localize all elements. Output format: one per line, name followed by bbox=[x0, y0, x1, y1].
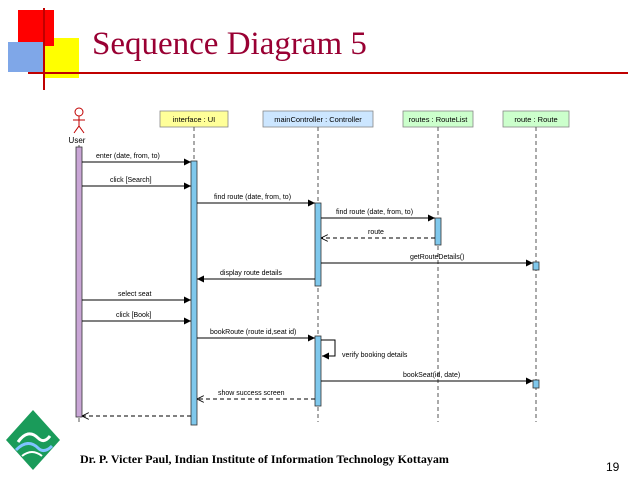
activation-routes bbox=[434, 217, 442, 246]
decor-red-square bbox=[18, 10, 54, 46]
title-rule bbox=[28, 72, 628, 74]
message-label: find route (date, from, to) bbox=[214, 194, 291, 201]
message-label: show success screen bbox=[218, 390, 285, 397]
message-label: display route details bbox=[220, 270, 282, 277]
activation-route-1 bbox=[532, 261, 540, 271]
activation-ctrl-2 bbox=[314, 335, 322, 407]
lifeline-label-ctrl: mainController : Controller bbox=[274, 115, 362, 124]
actor-leg bbox=[78, 125, 85, 134]
message-arrow bbox=[321, 339, 336, 360]
activation-ui bbox=[190, 160, 198, 426]
lifeline-label-routes: routes : RouteList bbox=[409, 115, 469, 124]
message-label: find route (date, from, to) bbox=[336, 209, 413, 216]
page-number: 19 bbox=[606, 460, 620, 474]
actor-head bbox=[74, 107, 84, 117]
activation-route-2 bbox=[532, 379, 540, 389]
message-label: click [Search] bbox=[110, 177, 152, 184]
message-label: select seat bbox=[118, 291, 152, 298]
sequence-diagram: User interface : UI mainController : Contr… bbox=[69, 107, 570, 426]
activation-user bbox=[75, 146, 83, 418]
institute-logo bbox=[6, 410, 60, 470]
decor-blue-square bbox=[8, 42, 44, 72]
message-label: route bbox=[368, 229, 384, 236]
message-label: enter (date, from, to) bbox=[96, 153, 160, 160]
lifeline-label-ui: interface : UI bbox=[173, 115, 216, 124]
activation-ctrl-1 bbox=[314, 202, 322, 287]
message-label: getRouteDetails() bbox=[410, 254, 464, 261]
footer-credit: Dr. P. Victer Paul, Indian Institute of … bbox=[80, 452, 449, 466]
title-vertical-rule bbox=[43, 8, 45, 90]
actor-leg bbox=[73, 125, 80, 134]
message-label: bookSeat(id, date) bbox=[403, 372, 460, 379]
slide-title: Sequence Diagram 5 bbox=[92, 26, 367, 62]
actor-label: User bbox=[69, 136, 86, 145]
message-label: bookRoute (route id,seat id) bbox=[210, 329, 296, 336]
message-label: verify booking details bbox=[342, 352, 408, 359]
lifeline-label-route: route : Route bbox=[514, 115, 557, 124]
message-label: click [Book] bbox=[116, 312, 151, 319]
